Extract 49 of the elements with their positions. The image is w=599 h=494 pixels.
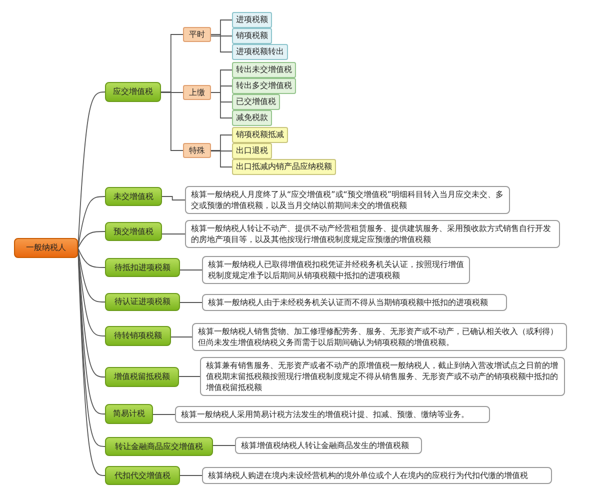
branch-box: 转让金融商品应交增值税 [105, 437, 213, 456]
leaf-box: 减免税款 [232, 110, 272, 126]
connector-line [160, 92, 184, 93]
leaf-box: 销项税额抵减 [232, 127, 288, 143]
branch-box: 预交增值税 [105, 222, 162, 241]
branch-box: 待转销项税额 [105, 326, 171, 346]
connector-line [210, 34, 232, 52]
connector-line [210, 150, 232, 168]
connector-line [78, 248, 106, 268]
branch-box: 应交增值税 [105, 82, 161, 102]
description-box: 核算一般纳税人转让不动产、提供不动产经营租赁服务、提供建筑服务、采用预收款方式销售自行开发的房地产项目等，以及其他按现行增值税制度规定应预缴的增值税额 [185, 220, 560, 248]
category-box: 平时 [183, 27, 211, 42]
connector-line [78, 196, 106, 248]
connector-line [210, 92, 232, 118]
connector-line [180, 475, 202, 476]
description-box: 核算一般纳税人月度终了从“应交增值税”或“预交增值税”明细科目转入当月应交未交、多交或预缴的增值税额，以及当月交纳以前期间未交的增值税额 [185, 186, 510, 214]
branch-box: 代扣代交增值税 [105, 466, 180, 485]
branch-box: 简易计税 [105, 404, 153, 424]
branch-box: 待抵扣进项税额 [105, 258, 180, 277]
leaf-box: 已交增值税 [232, 94, 280, 110]
connector-line [170, 336, 192, 338]
description-box: 核算一般纳税人已取得增值税扣税凭证并经税务机关认证，按照现行增值税制度规定准予以后期间从销项税额中抵扣的进项税额 [202, 256, 470, 284]
branch-box: 增值税留抵税额 [105, 367, 179, 387]
description-box: 核算一般纳税人销售货物、加工修理修配劳务、服务、无形资产或不动产，已确认相关收入（或利得）但尚未发生增值税纳税义务而需于以后期间确认为销项税额的增值税额。 [192, 323, 567, 351]
description-box: 核算纳税人购进在境内未设经营机构的境外单位或个人在境内的应税行为代扣代缴的增值税 [202, 467, 552, 484]
branch-box: 未交增值税 [105, 187, 162, 206]
leaf-box: 出口退税 [232, 143, 272, 159]
category-box: 上缴 [183, 85, 211, 100]
connector-line [162, 196, 186, 200]
connector-line [180, 302, 202, 303]
leaf-box: 进项税额转出 [232, 44, 288, 60]
connector-line [78, 248, 106, 302]
description-box: 核算一般纳税人采用简易计税方法发生的增值税计提、扣减、预缴、缴纳等业务。 [175, 406, 490, 423]
leaf-box: 转出未交增值税 [232, 62, 296, 78]
description-box: 核算增值税纳税人转让金融商品发生的增值税额 [235, 437, 422, 454]
leaf-box: 销项税额 [232, 28, 272, 44]
description-box: 核算一般纳税人由于未经税务机关认证而不得从当期销项税额中抵扣的进项税额 [202, 294, 507, 311]
connector-line [78, 231, 106, 248]
connector-line [212, 445, 236, 446]
leaf-box: 转出多交增值税 [232, 78, 296, 94]
description-box: 核算兼有销售服务、无形资产或者不动产的原增值税一般纳税人，截止到纳入营改增试点之日前的增值税期末留抵税额按照现行增值税制度规定不得从销售服务、无形资产或不动产的销项税额中抵扣的增值税留抵税额 [200, 357, 565, 396]
root-box: 一般纳税人 [14, 238, 78, 258]
category-box: 特殊 [183, 143, 211, 158]
leaf-box: 出口抵减内销产品应纳税额 [232, 159, 336, 175]
connector-line [210, 150, 232, 152]
connector-line [178, 376, 200, 377]
connector-line [152, 414, 176, 415]
branch-box: 待认证进项税额 [105, 293, 180, 311]
leaf-box: 进项税额 [232, 12, 272, 28]
